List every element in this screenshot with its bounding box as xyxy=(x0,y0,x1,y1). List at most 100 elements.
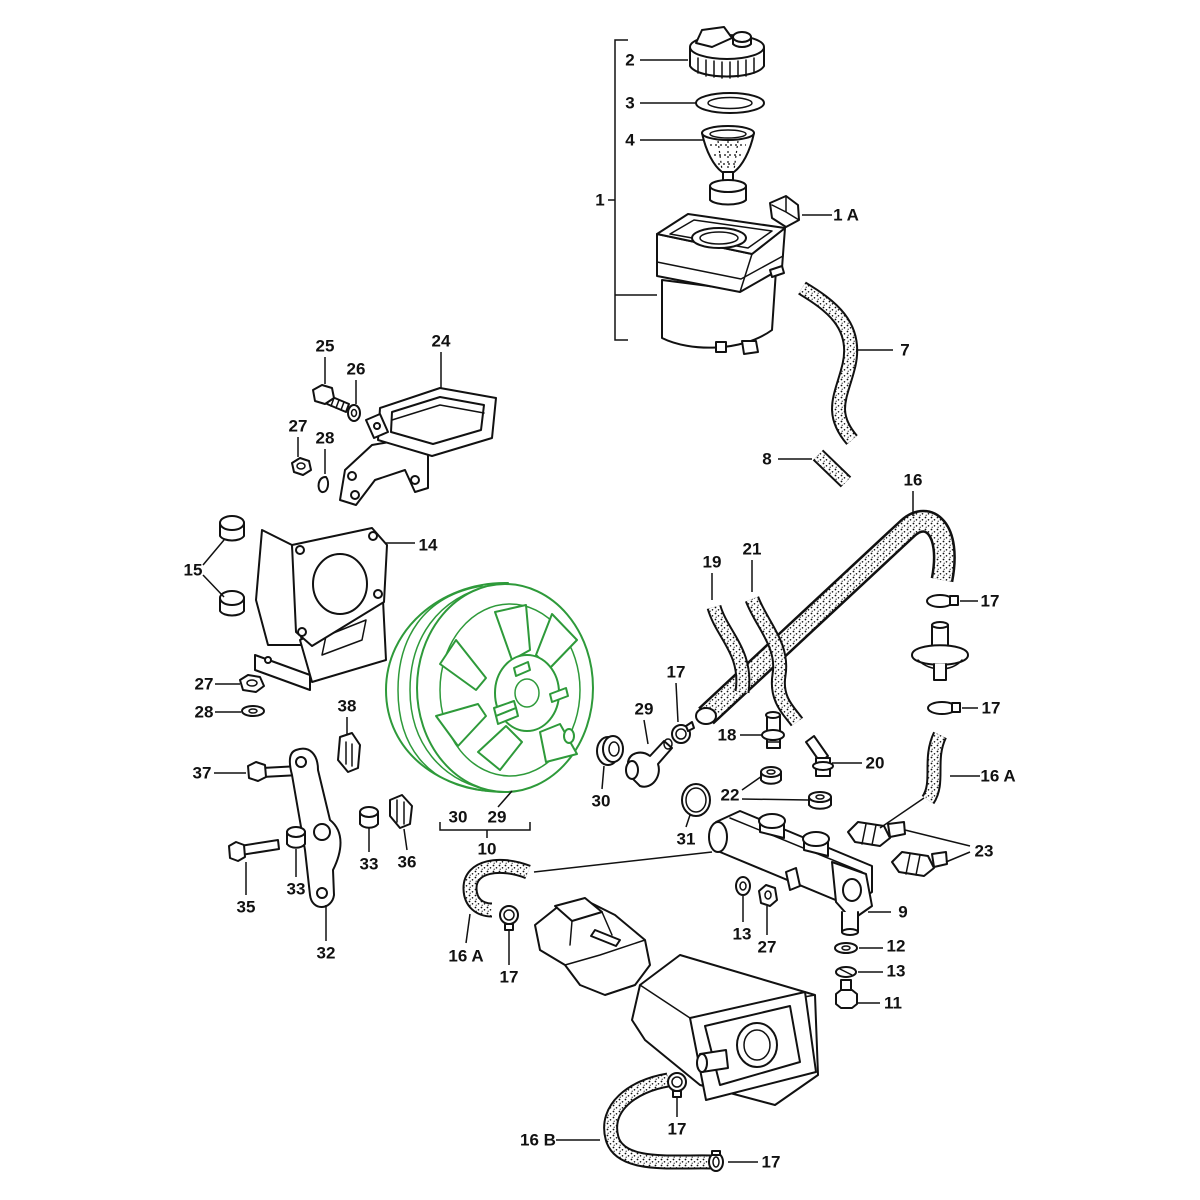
hose-clamp xyxy=(667,1072,687,1098)
brake-light-switch xyxy=(891,851,948,877)
reservoir-strainer xyxy=(701,125,755,206)
callout-label-18: 18 xyxy=(718,726,737,745)
callout-label-1a: 1 A xyxy=(833,206,859,225)
callout-label-17: 17 xyxy=(982,699,1001,718)
hose-clamp xyxy=(926,594,959,608)
callout-label-22: 22 xyxy=(721,786,740,805)
hose-clamp xyxy=(708,1150,724,1172)
callout-label-3: 3 xyxy=(625,94,634,113)
callout-label-11: 11 xyxy=(884,994,902,1013)
callout-label-27: 27 xyxy=(758,938,777,957)
bolt-washer xyxy=(347,404,361,422)
callout-label-33: 33 xyxy=(287,880,306,899)
brake-light-switch xyxy=(847,821,906,847)
callout-label-35: 35 xyxy=(237,898,256,917)
callout-label-7: 7 xyxy=(900,341,909,360)
spring-washer xyxy=(735,876,751,896)
leader-lines xyxy=(202,39,980,1163)
hose-19 xyxy=(714,607,743,692)
callout-label-16a: 16 A xyxy=(448,947,483,966)
bracket-bolt xyxy=(312,384,350,413)
hose-clamp xyxy=(927,701,961,715)
callout-label-36: 36 xyxy=(398,853,417,872)
callout-label-9: 9 xyxy=(898,903,907,922)
spacer-bushing xyxy=(359,806,379,829)
callout-label-23: 23 xyxy=(975,842,994,861)
reservoir-bracket xyxy=(339,387,497,506)
callout-label-17: 17 xyxy=(668,1120,687,1139)
callout-label-15: 15 xyxy=(184,561,203,580)
callout-label-29: 29 xyxy=(488,808,507,827)
o-ring-seal xyxy=(681,783,711,817)
flat-washer xyxy=(834,942,858,954)
callout-label-16b: 16 B xyxy=(520,1131,556,1150)
cap-seal-washer xyxy=(695,92,765,114)
bracket-nut xyxy=(239,674,265,693)
callout-label-16: 16 xyxy=(904,471,923,490)
brake-pedal-lever xyxy=(288,747,342,908)
vacuum-grommet xyxy=(596,735,624,766)
callout-label-33: 33 xyxy=(360,855,379,874)
vacuum-hose-16b xyxy=(611,1080,712,1162)
callout-label-17: 17 xyxy=(500,968,519,987)
callout-label-19: 19 xyxy=(703,553,722,572)
callout-label-24: 24 xyxy=(432,332,451,351)
callout-label-13: 13 xyxy=(733,925,752,944)
reservoir-cap xyxy=(689,26,765,79)
callout-label-28: 28 xyxy=(316,429,335,448)
hose-clamp xyxy=(671,721,695,744)
brake-master-cylinder xyxy=(708,810,873,936)
bracket-nut xyxy=(291,457,312,476)
callout-label-17: 17 xyxy=(667,663,686,682)
pivot-bolt xyxy=(247,761,301,782)
reservoir-clip xyxy=(769,195,800,228)
callout-label-4: 4 xyxy=(625,131,635,150)
rubber-grommet xyxy=(760,766,782,785)
callout-label-16a: 16 A xyxy=(980,767,1015,786)
callout-label-38: 38 xyxy=(338,697,357,716)
callout-label-20: 20 xyxy=(866,754,885,773)
callout-label-17: 17 xyxy=(762,1153,781,1172)
hose-connector-tube xyxy=(818,455,846,482)
brake-fluid-reservoir xyxy=(656,213,786,355)
intake-adapter xyxy=(534,897,651,996)
callout-label-12: 12 xyxy=(887,937,906,956)
spring-clip xyxy=(337,732,361,773)
clevis-bolt xyxy=(228,839,280,862)
callout-labels: 2 3 4 1 1 A 7 8 25 26 24 27 28 16 14 15 … xyxy=(184,51,1016,1172)
callout-label-21: 21 xyxy=(743,540,762,559)
callout-label-1: 1 xyxy=(595,191,604,210)
intake-housing xyxy=(631,954,819,1106)
check-valve xyxy=(911,621,969,681)
angled-fitting xyxy=(805,735,834,777)
pedal-bearing-bracket xyxy=(254,527,388,691)
rubber-grommet xyxy=(808,791,832,810)
callout-label-13: 13 xyxy=(887,962,906,981)
hose-fitting xyxy=(761,711,785,749)
hose-clamp xyxy=(499,905,519,931)
rubber-plug xyxy=(219,515,245,542)
callout-label-37: 37 xyxy=(193,764,212,783)
callout-label-27: 27 xyxy=(289,417,308,436)
callout-label-17: 17 xyxy=(981,592,1000,611)
callout-label-30: 30 xyxy=(592,792,611,811)
hex-nut xyxy=(758,884,778,907)
reservoir-hose xyxy=(802,288,852,440)
callout-label-10: 10 xyxy=(478,840,497,859)
callout-label-27: 27 xyxy=(195,675,214,694)
callout-label-26: 26 xyxy=(347,360,366,379)
callout-label-25: 25 xyxy=(316,337,335,356)
callout-label-31: 31 xyxy=(677,830,696,849)
callout-label-32: 32 xyxy=(317,944,336,963)
callout-label-8: 8 xyxy=(762,450,771,469)
bracket-lock-washer xyxy=(317,476,330,494)
bracket-washer xyxy=(241,705,265,717)
vacuum-elbow-fitting xyxy=(625,738,673,788)
rubber-plug xyxy=(219,590,245,617)
callout-label-14: 14 xyxy=(419,536,438,555)
callout-label-29: 29 xyxy=(635,700,654,719)
vacuum-hose xyxy=(696,521,944,724)
mounting-bolt xyxy=(835,979,858,1009)
vacuum-hose-16a xyxy=(928,735,940,800)
